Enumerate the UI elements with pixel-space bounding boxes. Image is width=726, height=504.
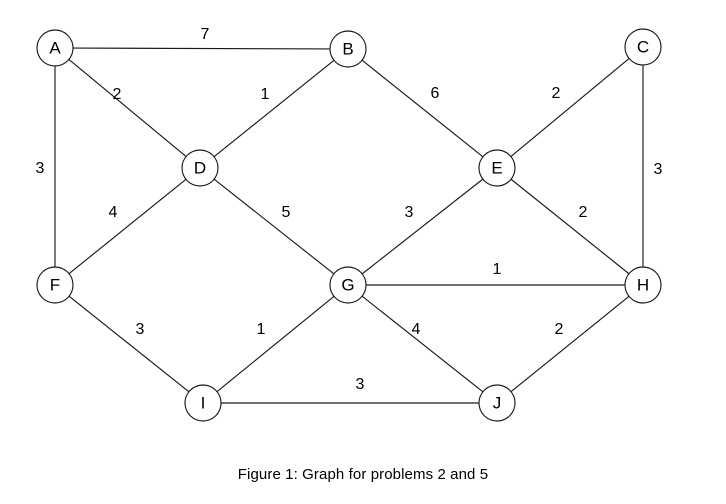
edge-weights-layer: 7 2 3 1 6 2 3 4 5 3 2 3 1 1 4 2 3 [36,26,663,393]
edge-weight-D-G: 5 [282,204,291,221]
edge-weight-E-H: 2 [579,204,588,221]
node-label-B: B [342,39,353,58]
graph-edge-E-H [510,178,630,275]
node-label-I: I [201,393,206,412]
node-circle-E [478,149,516,187]
graph-edge-G-J [361,295,484,393]
edge-weight-I-J: 3 [356,376,365,393]
edges-layer [54,47,644,404]
node-circle-I [184,384,222,422]
edge-weight-G-J: 4 [412,321,421,338]
graph-edge-G-I [216,295,335,393]
node-circle-A [36,29,74,67]
node-label-A: A [49,38,61,57]
node-label-D: D [194,158,206,177]
node-label-F: F [50,275,60,294]
node-label-E: E [491,158,502,177]
graph-node-D: D [181,149,219,187]
graph-edge-F-I [68,295,190,393]
graph-node-E: E [478,149,516,187]
graph-edge-H-J [510,295,630,393]
node-label-G: G [341,275,354,294]
graph-edge-A-B [72,47,331,50]
node-label-H: H [637,275,649,294]
node-label-C: C [637,37,649,56]
edge-weight-G-H: 1 [493,261,502,278]
graph-edge-A-D [68,58,187,158]
edge-weight-G-I: 1 [257,321,266,338]
edge-weight-B-D: 1 [261,86,270,103]
graph-edge-D-F [68,178,187,275]
graph-node-A: A [36,29,74,67]
graph-edge-B-E [361,59,484,158]
edge-weight-D-F: 4 [109,204,118,221]
node-circle-H [624,266,662,304]
graph-node-I: I [184,384,222,422]
graph-node-J: J [478,384,516,422]
graph-node-C: C [624,28,662,66]
node-circle-D [181,149,219,187]
graph-edge-D-G [213,178,335,275]
node-circle-C [624,28,662,66]
graph-node-F: F [36,266,74,304]
edge-weight-C-E: 2 [552,85,561,102]
node-label-J: J [493,393,502,412]
edge-weight-A-D: 2 [113,86,122,103]
graph-node-B: B [329,30,367,68]
graph-edge-E-G [361,178,484,275]
node-circle-B [329,30,367,68]
edge-weight-E-G: 3 [405,204,414,221]
edge-weight-A-F: 3 [36,160,45,177]
edge-weight-A-B: 7 [201,26,210,43]
graph-edge-C-E [510,57,630,158]
graph-edge-B-D [213,59,335,158]
graph-node-H: H [624,266,662,304]
node-circle-F [36,266,74,304]
node-circle-G [329,266,367,304]
edge-weight-F-I: 3 [136,321,145,338]
edge-weight-B-E: 6 [431,85,440,102]
graph-node-G: G [329,266,367,304]
edge-weight-C-H: 3 [654,161,663,178]
edge-weight-H-J: 2 [555,321,564,338]
figure-caption: Figure 1: Graph for problems 2 and 5 [237,466,489,483]
node-circle-J [478,384,516,422]
nodes-layer: A B C D E F G H I J [36,28,662,422]
